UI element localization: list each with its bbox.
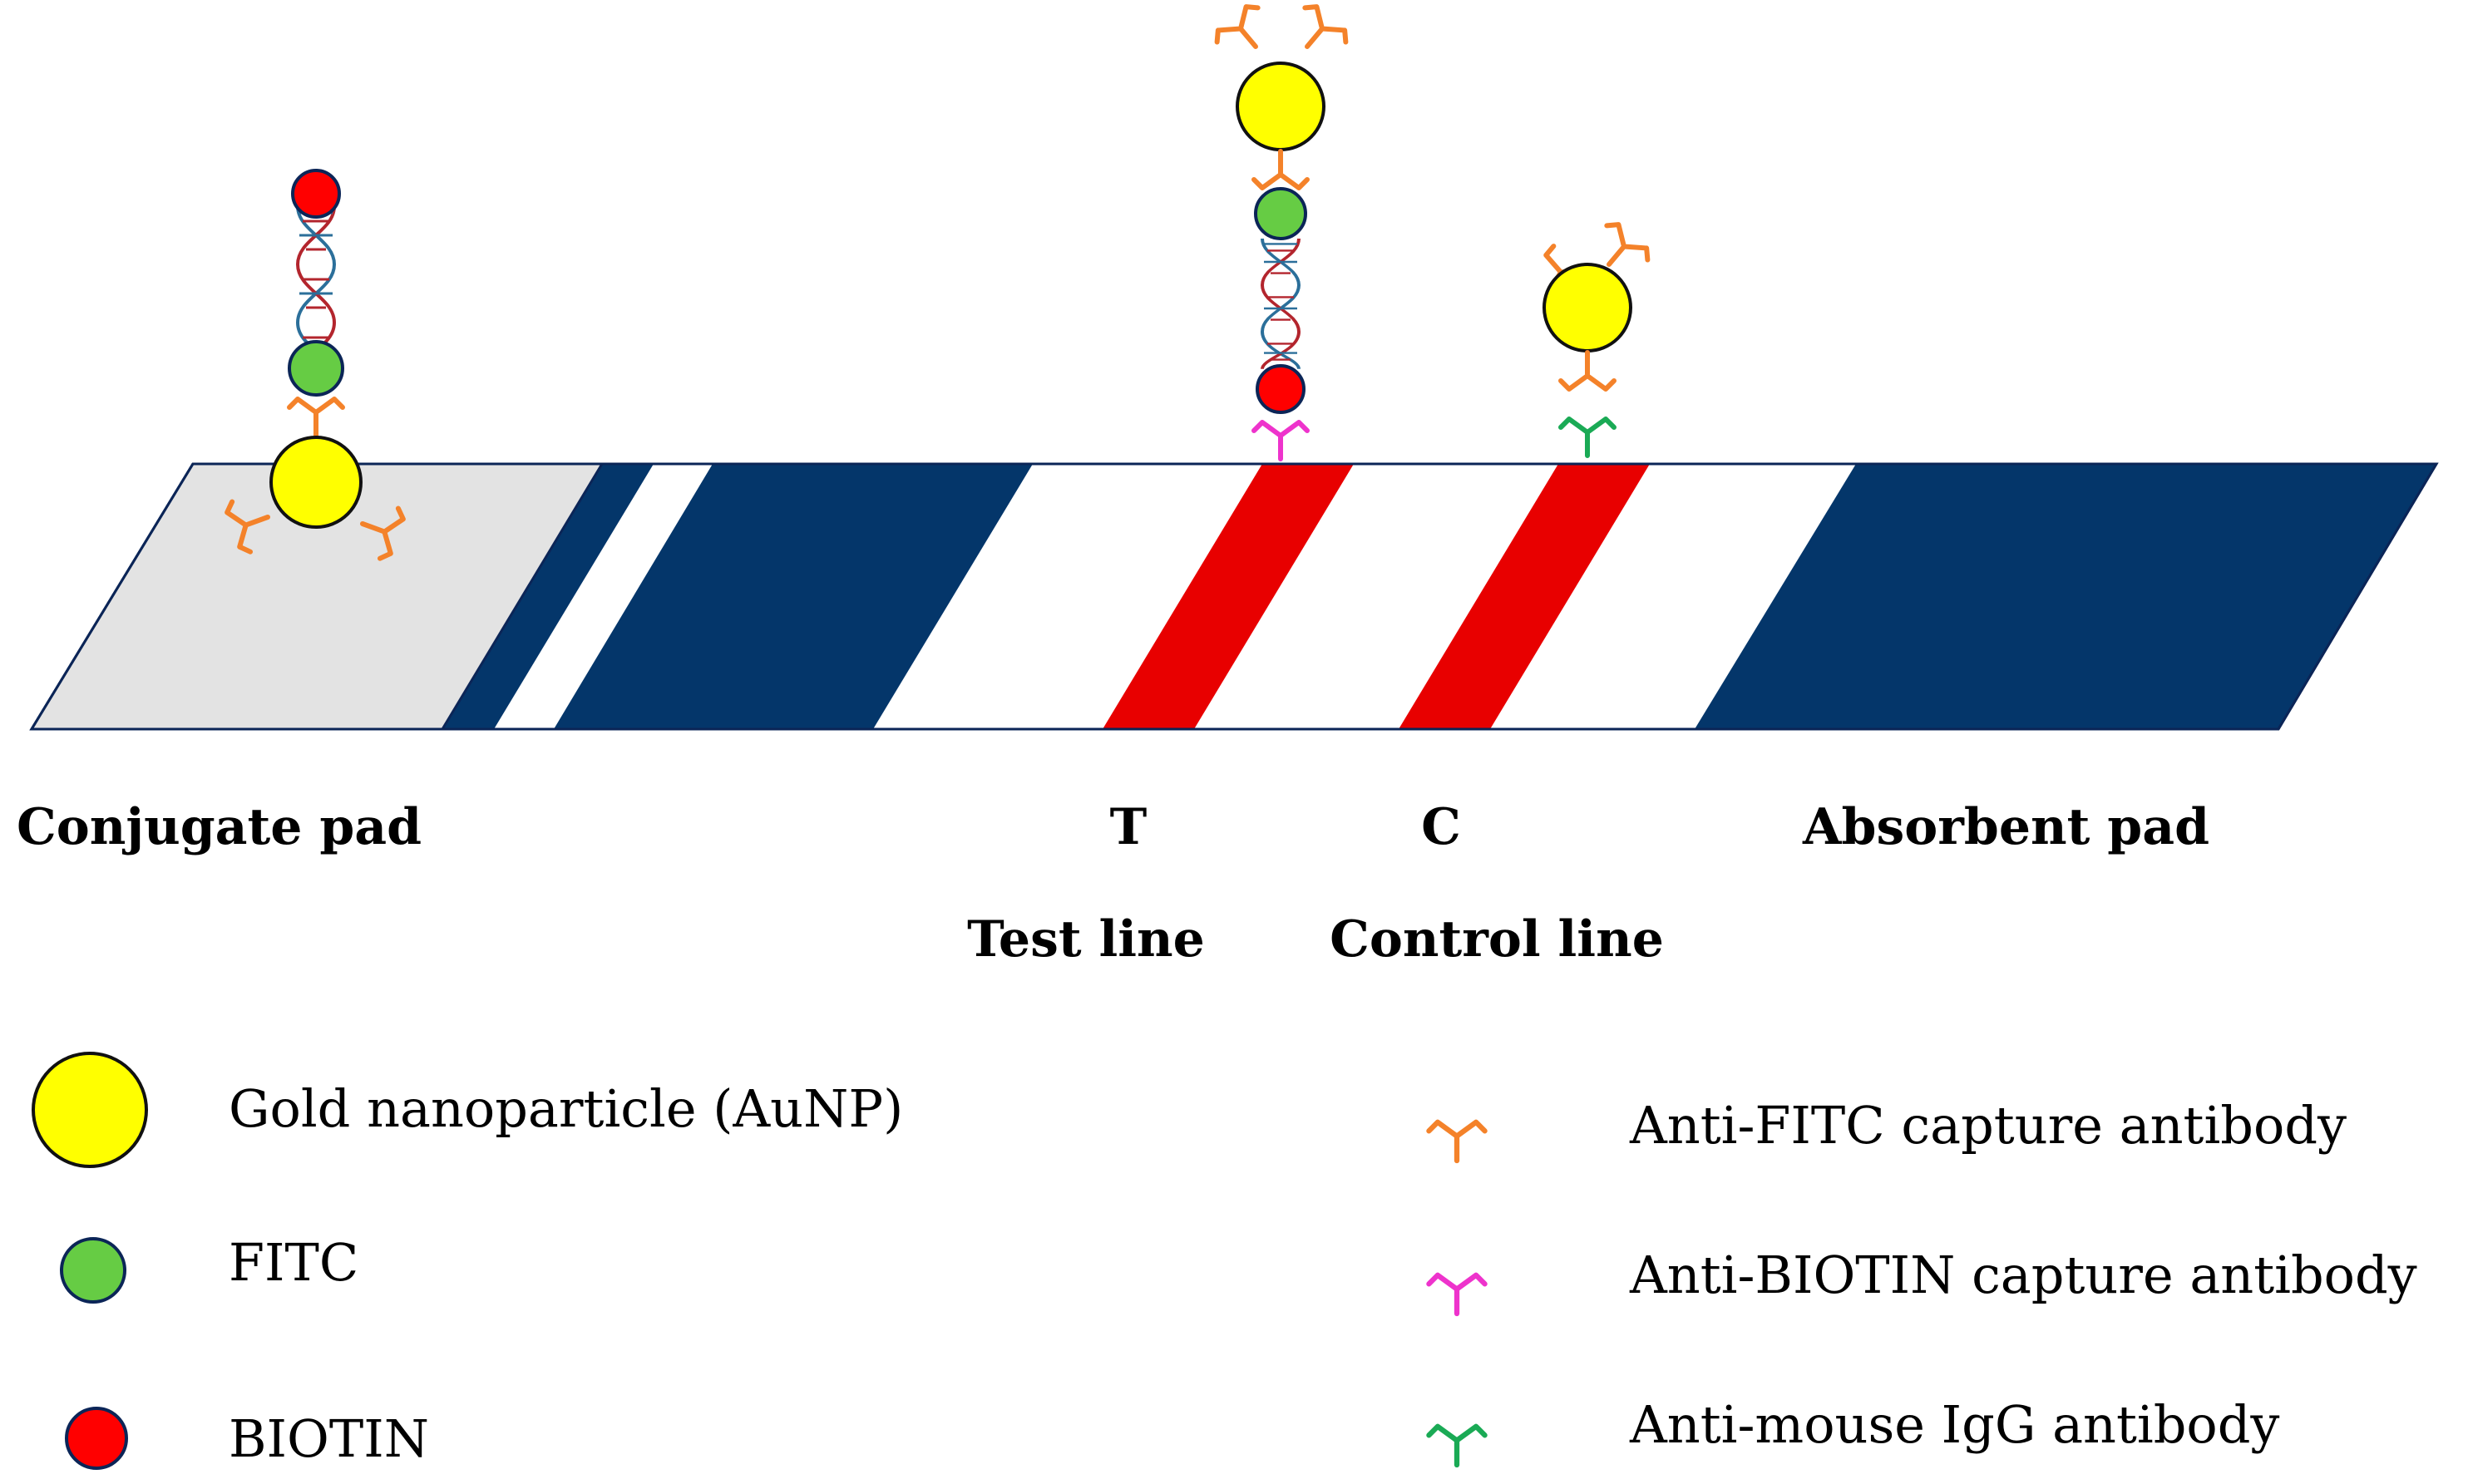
- biotin-marker: [1256, 364, 1306, 414]
- legend-anti-mouse-label: Anti-mouse IgG antibody: [1629, 1394, 2279, 1455]
- control-line-label: Control line: [1330, 910, 1664, 969]
- legend-right: Anti-FITC capture antibody Anti-BIOTIN c…: [1429, 1095, 2417, 1465]
- absorbent-pad-label: Absorbent pad: [1802, 798, 2209, 856]
- test-line-complex: [1212, 2, 1351, 459]
- conjugate-pad-label: Conjugate pad: [17, 798, 422, 856]
- legend-fitc-icon: [60, 1237, 126, 1304]
- legend-biotin-label: BIOTIN: [229, 1408, 429, 1469]
- legend-anti-fitc-label: Anti-FITC capture antibody: [1629, 1095, 2347, 1156]
- legend-anti-fitc-icon: [1429, 1122, 1484, 1161]
- strip-outline: [29, 462, 2439, 731]
- conjugate-complex: [225, 169, 407, 561]
- test-letter-label: T: [1110, 798, 1148, 856]
- fitc-marker: [1254, 187, 1307, 240]
- gold-nanoparticle: [269, 436, 363, 529]
- legend-biotin-icon: [65, 1407, 128, 1470]
- test-line-label: Test line: [967, 910, 1205, 969]
- legend-gold-label: Gold nanoparticle (AuNP): [229, 1078, 903, 1139]
- gold-nanoparticle: [1542, 263, 1632, 353]
- strip-white-zone: [873, 464, 1856, 729]
- gold-nanoparticle: [1236, 62, 1325, 151]
- control-line-band: [1399, 464, 1650, 729]
- legend-anti-mouse-icon: [1429, 1427, 1484, 1465]
- legend-anti-biotin-label: Anti-BIOTIN capture antibody: [1629, 1245, 2417, 1305]
- legend-gold-icon: [32, 1052, 148, 1168]
- legend-left: Gold nanoparticle (AuNP) FITC BIOTIN: [32, 1052, 903, 1470]
- biotin-marker: [291, 169, 341, 219]
- test-strip: [29, 462, 2439, 731]
- test-line-band: [1103, 464, 1354, 729]
- fitc-marker: [288, 340, 344, 397]
- legend-anti-biotin-icon: [1429, 1275, 1484, 1314]
- legend-fitc-label: FITC: [229, 1232, 358, 1293]
- strip-gap-1: [494, 464, 713, 729]
- control-line-complex: [1542, 219, 1653, 456]
- control-letter-label: C: [1421, 798, 1461, 856]
